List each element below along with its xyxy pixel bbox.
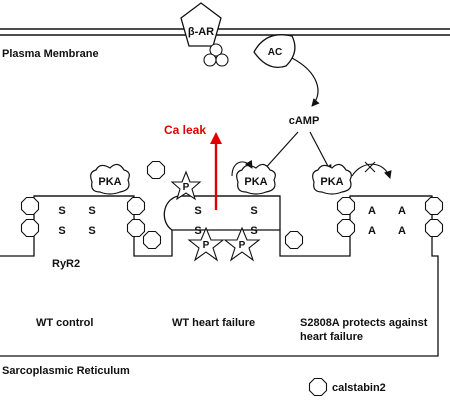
calstabin-legend-label: calstabin2 [332, 382, 386, 394]
svg-text:S: S [88, 205, 95, 217]
sr-membrane-outline [0, 195, 439, 357]
pka-recycle-arrow [231, 159, 253, 177]
s2808a-label-line1: S2808A protects against [300, 317, 428, 329]
wt-control-channel: PKA S S S S RyR2 [34, 163, 134, 270]
wt-control-pka [90, 163, 130, 195]
calstabin-wt-control [20, 196, 146, 238]
beta-ar-label: β-AR [188, 26, 214, 38]
ca-leak-label: Ca leak [164, 123, 206, 137]
svg-text:S: S [58, 205, 65, 217]
plasma-membrane-label: Plasma Membrane [2, 48, 99, 60]
ac-label: AC [268, 47, 282, 58]
wt-failure-pka [236, 163, 276, 195]
svg-text:A: A [398, 225, 406, 237]
legend: calstabin2 [308, 377, 386, 397]
svg-text:PKA: PKA [320, 176, 343, 188]
svg-text:S: S [58, 225, 65, 237]
phospho-star-right [223, 226, 261, 262]
phospho-star-left [187, 226, 225, 262]
beta-ar-receptor: β-AR [180, 2, 222, 47]
svg-text:P: P [183, 182, 190, 193]
calstabin-s2808a [336, 196, 444, 238]
wt-failure-label: WT heart failure [172, 317, 255, 329]
block-cross-b [364, 161, 376, 173]
calstabin-legend-icon [308, 377, 328, 397]
s2808a-pka [312, 163, 352, 195]
s2808a-label-line2: heart failure [300, 331, 363, 343]
camp-to-failure-pka-arrow [261, 131, 299, 173]
camp-label: cAMP [289, 115, 320, 127]
svg-text:A: A [398, 205, 406, 217]
ryr2-label: RyR2 [52, 258, 80, 270]
svg-text:P: P [203, 240, 210, 251]
svg-text:A: A [368, 205, 376, 217]
svg-text:S: S [250, 225, 257, 237]
g-protein-cluster [203, 43, 229, 67]
wt-control-label: WT control [36, 317, 93, 329]
ac-to-camp-arrow [291, 57, 320, 107]
dissociated-calstabin-star [170, 170, 202, 201]
svg-text:S: S [194, 225, 201, 237]
svg-text:P: P [239, 240, 246, 251]
plasma-membrane [0, 28, 450, 36]
s2808a-channel: PKA A A A A [312, 161, 432, 237]
svg-text:S: S [250, 205, 257, 217]
svg-text:PKA: PKA [244, 176, 267, 188]
adenylyl-cyclase: AC [253, 34, 296, 69]
wt-failure-channel: PKA S S S S P P P [163, 132, 281, 262]
svg-text:A: A [368, 225, 376, 237]
svg-text:PKA: PKA [98, 176, 121, 188]
svg-text:S: S [194, 205, 201, 217]
sr-label: Sarcoplasmic Reticulum [2, 365, 130, 377]
calstabin-wt-failure [142, 160, 304, 250]
svg-text:S: S [88, 225, 95, 237]
